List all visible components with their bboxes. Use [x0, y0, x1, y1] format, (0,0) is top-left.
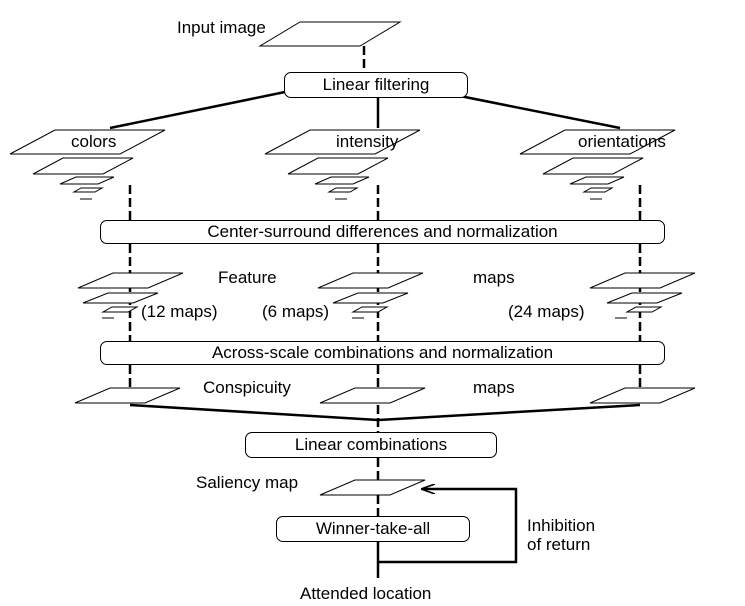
- conspicuity-word: Conspicuity: [203, 378, 291, 397]
- conspicuity-maps-word: maps: [473, 378, 515, 397]
- feature-word: Feature: [218, 268, 277, 287]
- intensity-pyramid: [264, 129, 421, 200]
- feature-maps-colors: [77, 272, 184, 319]
- conspicuity-map-intensity: [319, 387, 426, 404]
- orientations-pyramid: [519, 129, 676, 200]
- colors-map-count: (12 maps): [141, 302, 218, 321]
- intensity-map-count: (6 maps): [262, 302, 330, 321]
- orientations-map-count: (24 maps): [508, 302, 585, 321]
- across-scale-box: Across-scale combinations and normalizat…: [100, 341, 665, 365]
- attended-location-label: Attended location: [300, 584, 432, 603]
- linear-filtering-box: Linear filtering: [284, 72, 468, 98]
- inhibition-label-line2: of return: [527, 535, 591, 554]
- input-image-label: Input image: [177, 18, 266, 37]
- center-surround-box: Center-surround differences and normaliz…: [100, 220, 665, 244]
- feature-maps-orientations: [589, 272, 696, 319]
- orientations-label: orientations: [578, 132, 666, 151]
- input-image-plane: [258, 21, 402, 47]
- colors-pyramid: [9, 129, 166, 200]
- connector-filtering-to-colors: [109, 90, 286, 130]
- intensity-label: intensity: [336, 132, 399, 151]
- connector-orientations-to-combination: [377, 403, 641, 422]
- colors-label: colors: [71, 132, 117, 151]
- feature-maps-word: maps: [473, 268, 515, 287]
- saliency-map-label: Saliency map: [196, 473, 299, 492]
- linear-combinations-box: Linear combinations: [245, 432, 497, 458]
- saliency-map-plane: [319, 479, 426, 496]
- inhibition-of-return-loop: [378, 489, 518, 564]
- winner-take-all-box: Winner-take-all: [276, 516, 470, 542]
- inhibition-label-line1: Inhibition: [527, 516, 596, 535]
- conspicuity-map-orientations: [589, 387, 696, 404]
- connector-colors-to-combination: [129, 403, 379, 422]
- feature-maps-intensity: [317, 272, 424, 319]
- connector-filtering-to-orientations: [439, 90, 621, 130]
- conspicuity-map-colors: [74, 387, 181, 404]
